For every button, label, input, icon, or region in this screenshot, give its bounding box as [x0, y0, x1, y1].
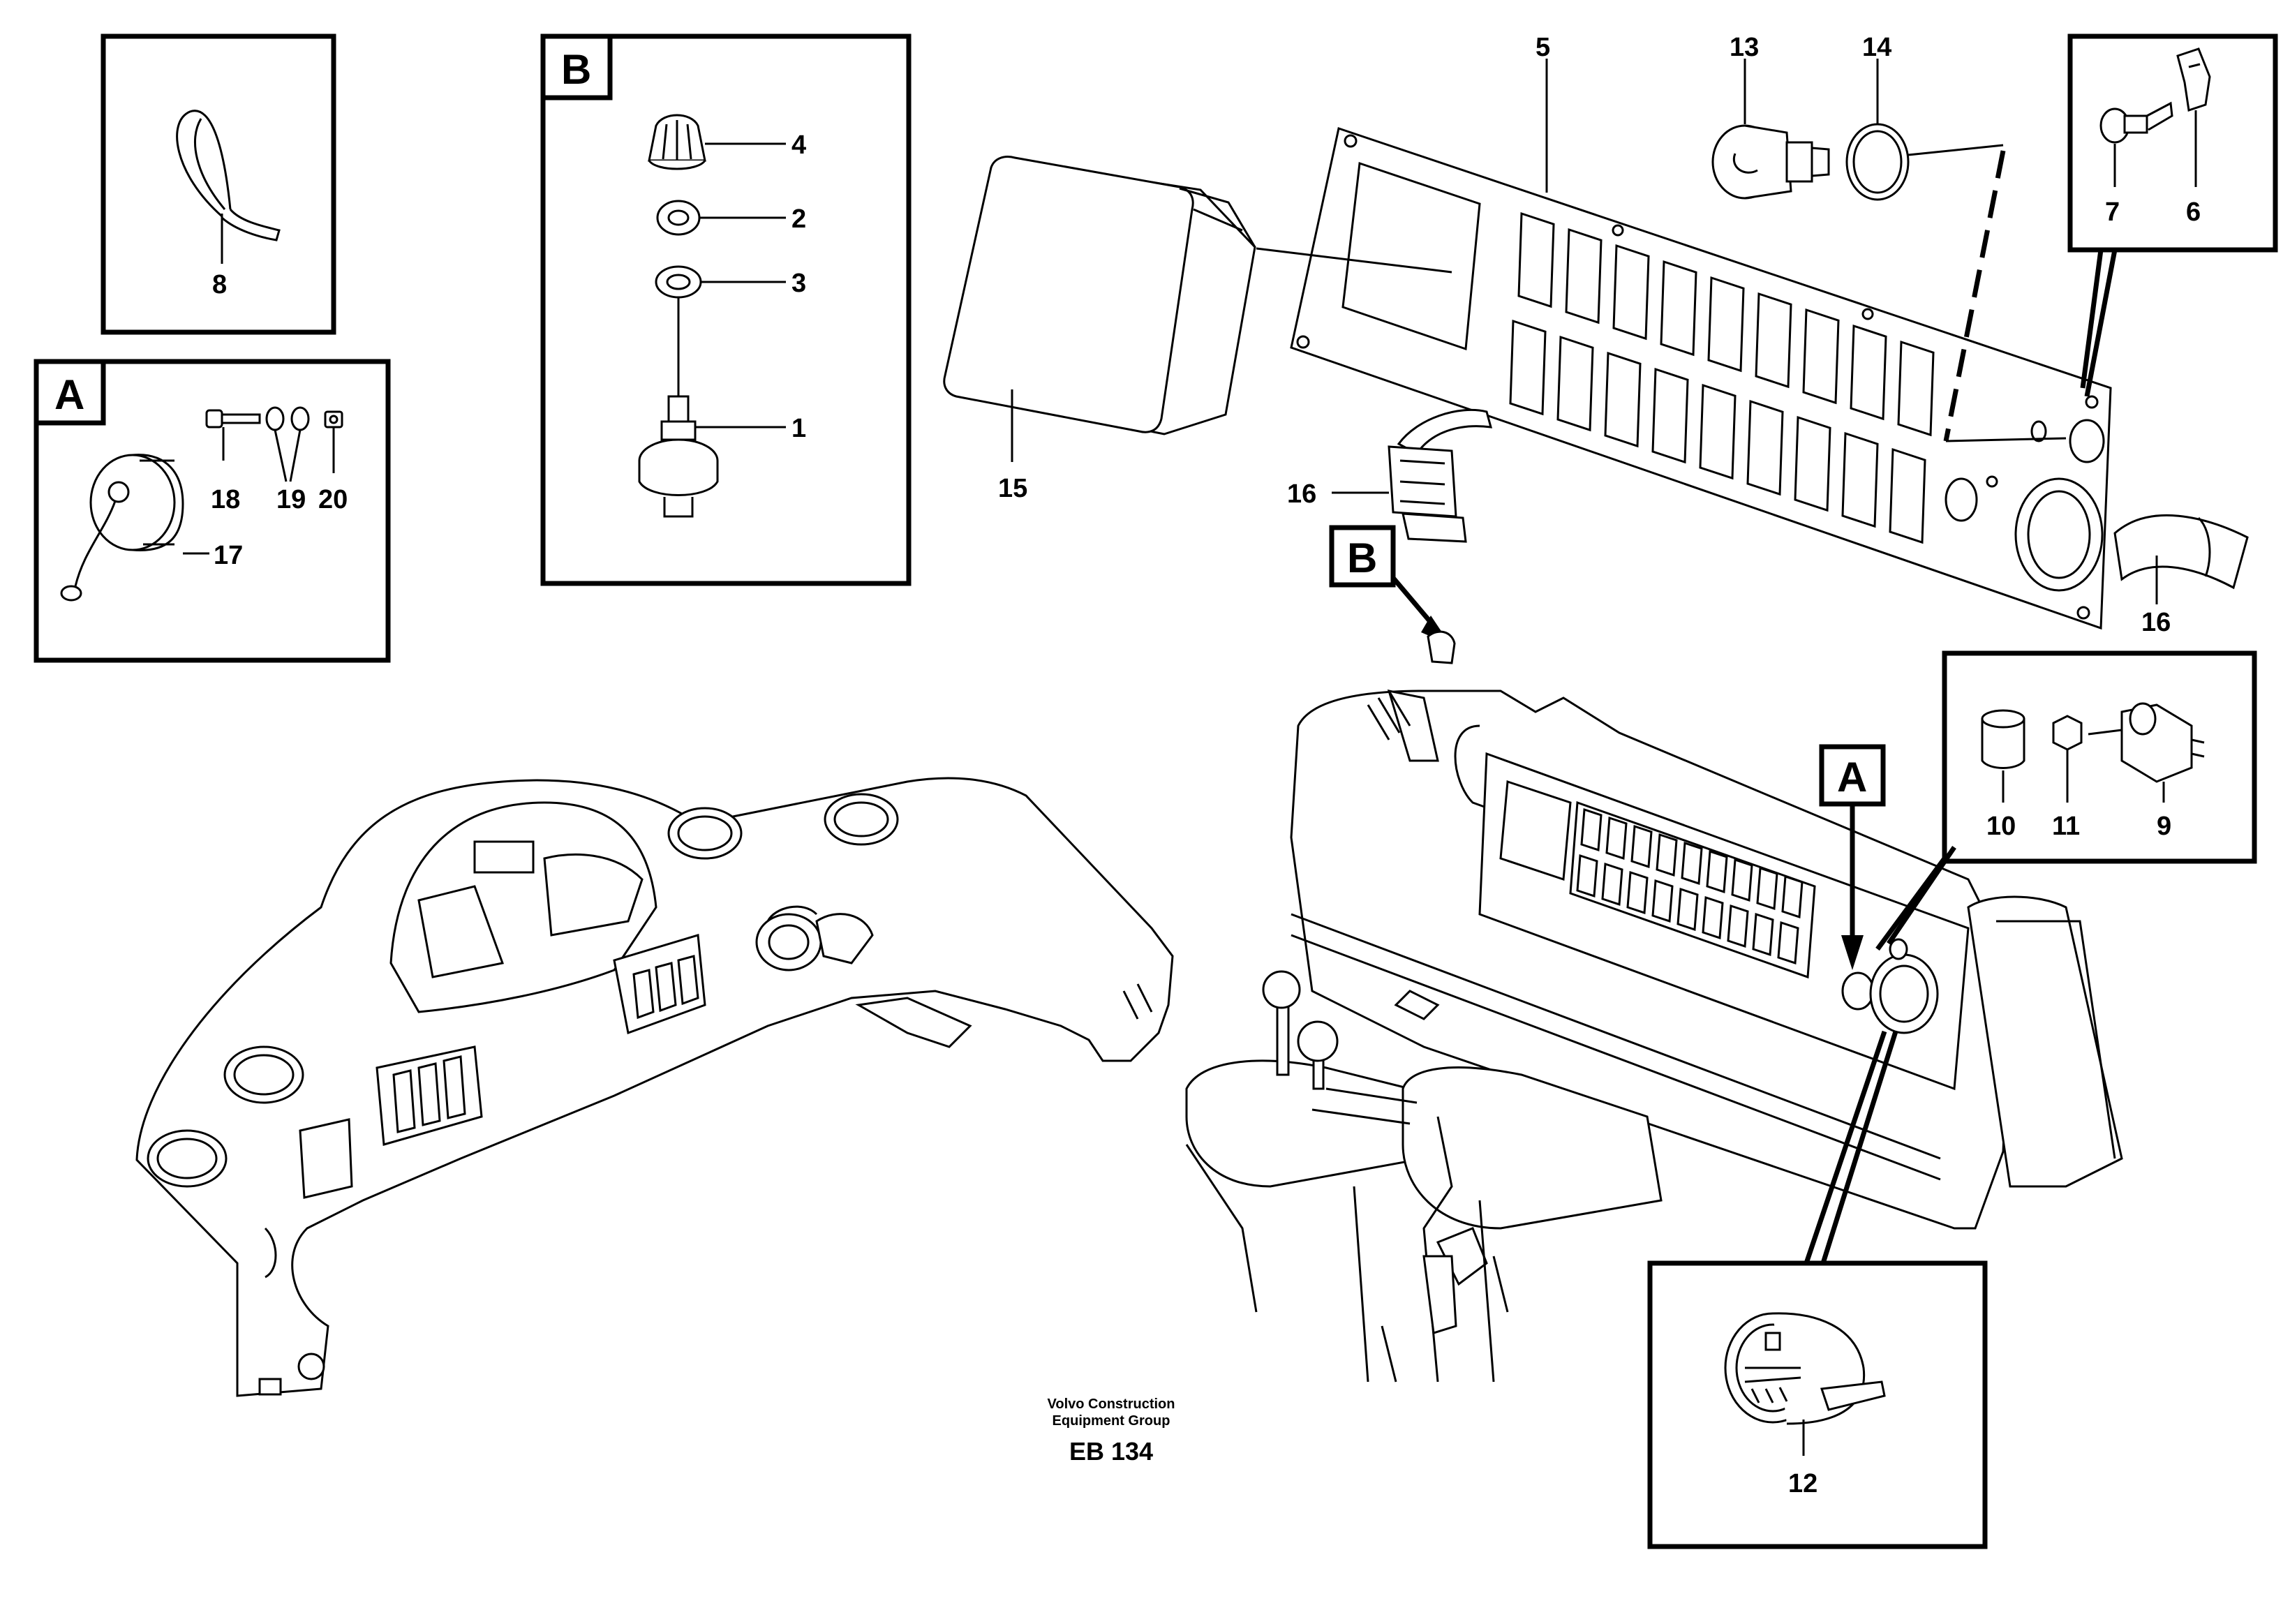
detail-box-fasteners: 7 6: [2067, 33, 2278, 253]
cap-icon: [60, 454, 184, 602]
lock-washer-icon: [655, 265, 702, 299]
clip-icon: [2176, 47, 2211, 112]
detail-box-gauge: 12: [1647, 1260, 1988, 1549]
callout-8: 8: [212, 270, 227, 299]
nut-icon: [656, 200, 701, 236]
nut-icon: [2052, 715, 2083, 751]
callout-16-cable: 16: [2141, 608, 2171, 637]
ring-icon: [1845, 123, 1910, 201]
detail-label-a: A: [54, 371, 84, 418]
screw-icon: [2099, 101, 2173, 144]
detail-box-b: B 4 2 3 1: [540, 33, 912, 586]
switch-panel: [1256, 127, 2112, 630]
callout-10: 10: [1986, 812, 2016, 841]
callout-20: 20: [318, 485, 348, 514]
callout-15: 15: [998, 474, 1027, 503]
detail-box-cable-tie: 8: [101, 33, 336, 335]
company-line-1: Volvo Construction: [1048, 1396, 1175, 1412]
callout-7: 7: [2105, 198, 2120, 227]
company-line-2: Equipment Group: [1053, 1413, 1170, 1429]
knob-icon: [648, 114, 706, 170]
cab-switch-grid: [1576, 807, 1804, 964]
cab-interior: [1185, 630, 2123, 1383]
screw-icon: [205, 409, 261, 429]
callout-13: 13: [1730, 33, 1759, 62]
callout-5: 5: [1536, 33, 1550, 62]
detail-label-b-main: B: [1347, 535, 1377, 581]
callout-12: 12: [1788, 1469, 1817, 1498]
callout-2: 2: [791, 204, 806, 234]
detail-label-a-main: A: [1837, 754, 1867, 800]
callout-6: 6: [2186, 198, 2201, 227]
knob-icon: [1981, 709, 2025, 769]
cable-icon: [2113, 514, 2249, 590]
detail-box-switch-knob: 10 11 9: [1942, 650, 2257, 864]
figure-code: EB 134: [1069, 1437, 1153, 1466]
callout-17: 17: [214, 541, 243, 570]
left-dashboard: [135, 777, 1174, 1397]
callout-14: 14: [1862, 33, 1891, 62]
callout-16: 16: [1287, 479, 1316, 509]
nut-icon: [324, 410, 343, 429]
callout-19: 19: [276, 485, 306, 514]
callout-9: 9: [2157, 812, 2171, 841]
rotary-switch-icon: [638, 395, 719, 518]
callout-1: 1: [791, 414, 806, 443]
washer-icon: [265, 406, 310, 431]
switch-grid: [1509, 211, 1935, 544]
display-unit: [943, 156, 1256, 435]
callout-11: 11: [2052, 812, 2080, 841]
callout-18: 18: [211, 485, 240, 514]
connector-icon: [1388, 408, 1493, 543]
callout-4: 4: [791, 131, 806, 160]
detail-label-b: B: [561, 46, 591, 93]
cable-tie-icon: [176, 110, 281, 241]
callout-3: 3: [791, 269, 806, 298]
switch-icon: [2088, 702, 2205, 783]
socket-icon: [1711, 124, 1830, 200]
hour-meter-icon: [1724, 1312, 1886, 1425]
detail-box-a: A 18 19 20 17: [34, 359, 391, 663]
